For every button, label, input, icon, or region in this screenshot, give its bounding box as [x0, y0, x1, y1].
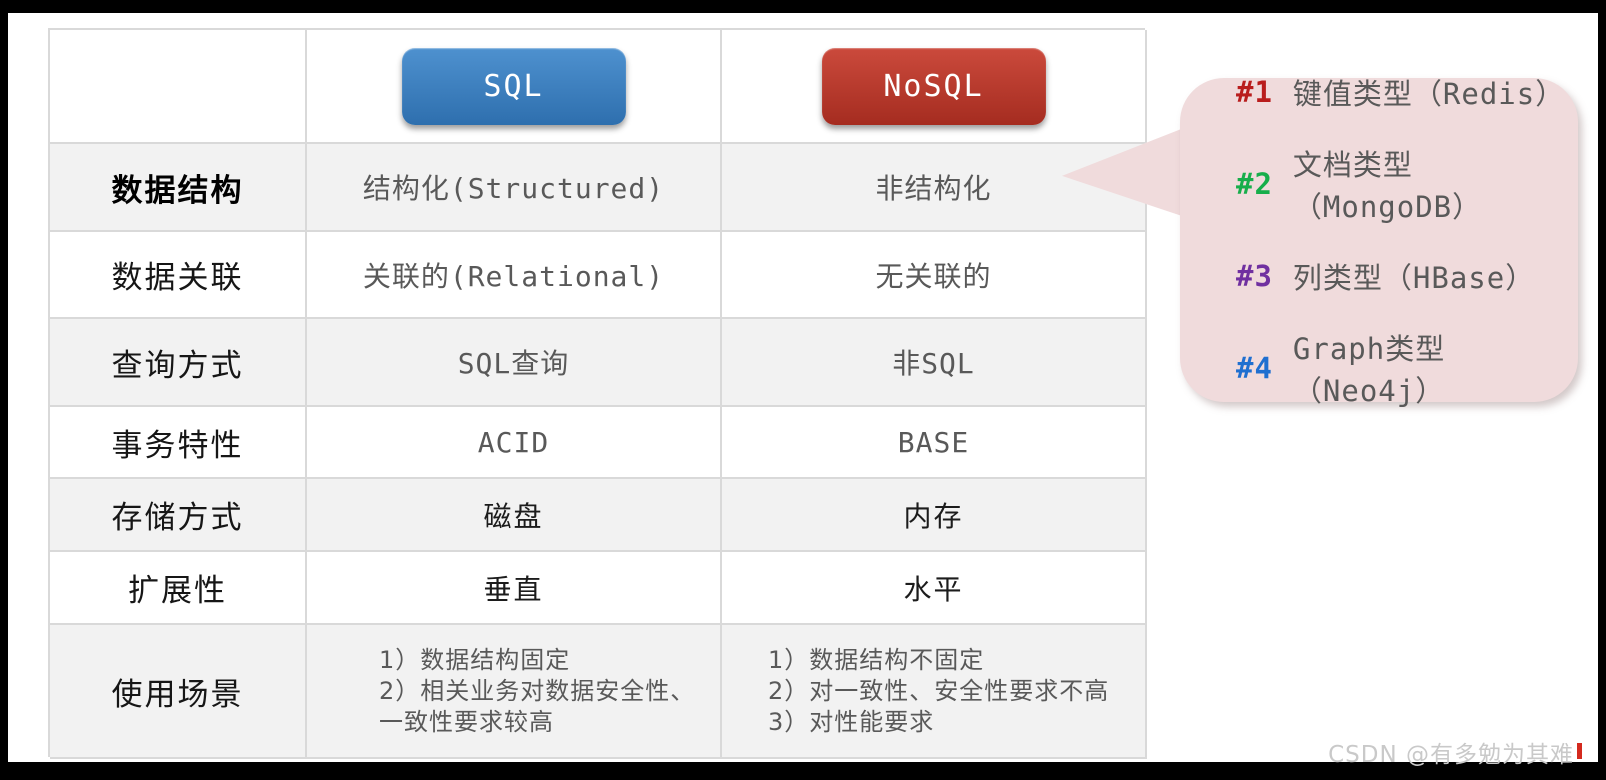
row-label-use-cases: 使用场景: [50, 625, 307, 759]
row-label-text: 扩展性: [128, 573, 227, 609]
item-text: 文档类型（MongoDB）: [1292, 147, 1483, 224]
cell-value-text: SQL查询: [457, 347, 570, 380]
cell-value-text: 磁盘: [483, 499, 544, 533]
callout-item-key-value: #1 键值类型（Redis）: [1236, 71, 1578, 113]
nosql-value-use-cases: 1）数据结构不固定 2）对一致性、安全性要求不高 3）对性能要求: [722, 625, 1147, 759]
csdn-watermark: CSDN @有多勉为其难: [1328, 735, 1582, 769]
sql-value-use-cases: 1）数据结构固定 2）相关业务对数据安全性、 一致性要求较高: [307, 625, 722, 759]
use-case-line: 2）对一致性、安全性要求不高: [768, 676, 1110, 705]
cell-value-text: 非结构化: [875, 172, 992, 205]
row-label-text: 数据结构: [111, 172, 244, 209]
use-case-line: 3）对性能要求: [768, 707, 935, 736]
cell-value-text: ACID: [477, 425, 550, 459]
sql-value-scalability: 垂直: [307, 552, 722, 625]
row-label-data-relation: 数据关联: [50, 232, 307, 319]
cell-value-text: 非SQL: [892, 347, 975, 380]
sql-value-query-method: SQL查询: [307, 319, 722, 407]
row-label-text: 查询方式: [111, 347, 244, 384]
nosql-types-callout-bubble: #1 键值类型（Redis） #2 文档类型（MongoDB） #3 列类型（H…: [1180, 75, 1578, 408]
watermark-red-tick: [1577, 743, 1582, 759]
sql-nosql-comparison-table: SQL NoSQL 数据结构 结构化(Structured) 非结构化 数据关联…: [48, 28, 1147, 759]
sql-value-transaction: ACID: [307, 407, 722, 479]
use-case-line: 2）相关业务对数据安全性、: [379, 676, 696, 705]
nosql-value-scalability: 水平: [722, 552, 1147, 625]
row-label-text: 事务特性: [111, 427, 244, 464]
item-number-tag: #1: [1236, 74, 1273, 109]
use-case-line: 1）数据结构不固定: [768, 645, 985, 674]
row-label-text: 使用场景: [111, 676, 244, 713]
header-sql-cell: SQL: [307, 30, 722, 144]
callout-item-column: #3 列类型（HBase）: [1236, 255, 1578, 297]
use-case-line: 1）数据结构固定: [379, 645, 571, 674]
nosql-value-data-structure: 非结构化: [722, 144, 1147, 232]
cell-value-text: 结构化(Structured): [362, 172, 665, 205]
row-label-data-structure: 数据结构: [50, 144, 307, 232]
nosql-value-storage: 内存: [722, 479, 1147, 552]
row-label-text: 数据关联: [111, 260, 244, 296]
header-nosql-cell: NoSQL: [722, 30, 1147, 144]
nosql-value-query-method: 非SQL: [722, 319, 1147, 407]
header-empty-cell: [50, 30, 307, 144]
item-number-tag: #2: [1236, 166, 1273, 201]
sql-value-storage: 磁盘: [307, 479, 722, 552]
nosql-value-data-relation: 无关联的: [722, 232, 1147, 319]
cell-value-text: 内存: [903, 499, 964, 533]
sql-value-data-relation: 关联的(Relational): [307, 232, 722, 319]
cell-value-text: 垂直: [483, 572, 544, 606]
sql-pill-button: SQL: [401, 47, 626, 125]
cell-value-text: 关联的(Relational): [362, 259, 665, 293]
row-label-transaction: 事务特性: [50, 407, 307, 479]
row-label-storage: 存储方式: [50, 479, 307, 552]
nosql-pill-button: NoSQL: [821, 47, 1046, 125]
callout-item-graph: #4 Graph类型（Neo4j）: [1236, 326, 1578, 410]
row-label-scalability: 扩展性: [50, 552, 307, 625]
nosql-value-transaction: BASE: [722, 407, 1147, 479]
content-canvas: SQL NoSQL 数据结构 结构化(Structured) 非结构化 数据关联…: [8, 13, 1598, 762]
item-number-tag: #3: [1236, 258, 1273, 293]
cell-value-text: 水平: [903, 572, 964, 606]
cell-value-text: BASE: [897, 425, 970, 459]
item-text: 键值类型（Redis）: [1292, 76, 1566, 111]
callout-item-document: #2 文档类型（MongoDB）: [1236, 142, 1578, 226]
row-label-text: 存储方式: [111, 500, 244, 536]
item-text: Graph类型（Neo4j）: [1292, 331, 1446, 408]
use-case-line: 一致性要求较高: [379, 707, 554, 736]
cell-value-text: 无关联的: [875, 259, 992, 293]
row-label-query-method: 查询方式: [50, 319, 307, 407]
item-number-tag: #4: [1236, 350, 1273, 385]
sql-value-data-structure: 结构化(Structured): [307, 144, 722, 232]
watermark-text: CSDN @有多勉为其难: [1328, 742, 1574, 768]
item-text: 列类型（HBase）: [1292, 260, 1536, 295]
